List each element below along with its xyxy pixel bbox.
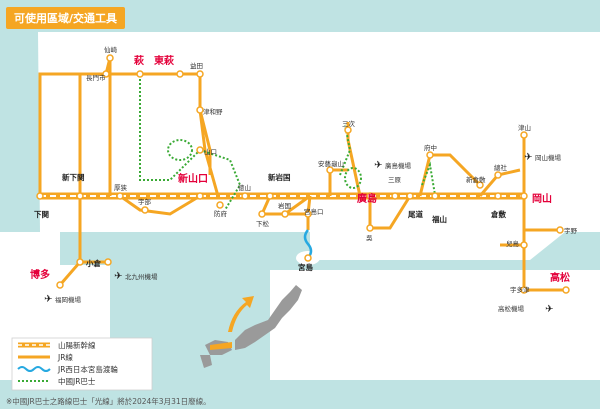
station-aki-kameyama: 安藝龜山: [318, 159, 344, 168]
airplane-icon: ✈ 廣島機場: [374, 160, 412, 171]
station-kojima: 兒島: [506, 239, 520, 248]
station-tokuyama: 徳山: [238, 183, 251, 192]
inset-japan-map: [200, 285, 302, 368]
legend: 山陽新幹線 JR線 JR西日本宮島渡輪 中國JR巴士: [11, 337, 153, 391]
airplane-icon: 高松機場 ✈: [498, 304, 553, 315]
station-shin-kurashiki: 新倉敷: [466, 175, 486, 184]
station-yamaguchi: 山口: [204, 147, 217, 156]
svg-text:✈: ✈: [374, 160, 382, 171]
station-kurashiki: 倉敷: [490, 209, 506, 219]
station-okayama: 岡山: [532, 192, 552, 205]
legend-label-bus: 中國JR巴士: [58, 376, 96, 386]
airport-kitakyushu: 北九州機場: [125, 272, 158, 281]
station-uno: 宇野: [564, 226, 578, 235]
airplane-icon: ✈ 福岡機場: [44, 294, 82, 305]
station-senzaki: 仙崎: [104, 45, 118, 54]
airport-hiroshima: 廣島機場: [385, 161, 412, 170]
station-koto: 厚狭: [114, 183, 128, 192]
station-kokura: 小倉: [86, 258, 101, 268]
station-sanjo: 三原: [388, 176, 402, 184]
station-tsuwano: 津和野: [203, 107, 223, 116]
jr-bus-routes: [139, 75, 436, 211]
station-fuchu: 府中: [424, 143, 437, 152]
station-hakata: 博多: [30, 268, 50, 281]
station-shin-shimonoseki: 新下関: [62, 172, 85, 182]
svg-text:✈: ✈: [114, 271, 122, 282]
station-fukuyama: 福山: [431, 214, 447, 224]
station-shimonoseki: 下関: [34, 209, 49, 219]
station-takamatsu: 高松: [550, 271, 570, 284]
legend-label-jr: JR線: [57, 352, 73, 362]
station-higashi-hagi: 東萩: [154, 54, 174, 67]
station-masuda: 益田: [190, 61, 203, 70]
legend-label-shinkansen: 山陽新幹線: [58, 340, 96, 350]
station-hagi: 萩: [133, 54, 144, 67]
station-ube: 宇部: [138, 197, 152, 206]
airplane-icon: ✈ 岡山機場: [524, 152, 562, 163]
station-miyajima: 宮島: [298, 262, 313, 272]
section-title: 可使用區域/交通工具: [6, 7, 126, 29]
station-miyoshi: 三次: [342, 119, 356, 128]
station-nagatoshi: 長門市: [86, 73, 106, 82]
station-shimomatsu: 下松: [256, 219, 270, 228]
arrow-icon: [228, 296, 254, 332]
airport-okayama: 岡山機場: [535, 153, 562, 162]
station-kure: 吳: [366, 234, 373, 242]
station-miyajimaguchi: 宮島口: [304, 207, 324, 216]
station-soja: 總社: [494, 163, 508, 172]
station-onomichi: 尾道: [407, 209, 423, 219]
shikoku-landmass: [270, 270, 600, 380]
svg-text:✈: ✈: [545, 304, 553, 315]
station-hofu: 防府: [214, 209, 228, 218]
station-iwakuni: 岩国: [278, 201, 291, 210]
airport-takamatsu: 高松機場: [498, 304, 525, 313]
station-dots: [36, 54, 570, 294]
svg-text:✈: ✈: [524, 152, 532, 163]
footnote: ※中國JR巴士之路線巴士「光線」將於2024年3月31日廢線。: [6, 397, 211, 406]
station-shin-iwakuni: 新岩国: [268, 172, 291, 182]
airport-fukuoka: 福岡機場: [55, 295, 82, 304]
svg-text:✈: ✈: [44, 294, 52, 305]
station-tsuyama: 津山: [518, 123, 531, 132]
legend-ferry-swatch: [17, 366, 51, 372]
legend-label-ferry: JR西日本宮島渡輪: [57, 364, 118, 374]
airplane-icon: ✈ 北九州機場: [114, 271, 158, 282]
station-shin-yamaguchi: 新山口: [178, 172, 208, 185]
station-utazu: 宇多津: [510, 285, 530, 294]
station-hiroshima: 廣島: [356, 192, 377, 205]
ferry-route: [303, 229, 313, 259]
sea-strip: [110, 232, 270, 270]
honshu-landmass: [38, 32, 600, 260]
